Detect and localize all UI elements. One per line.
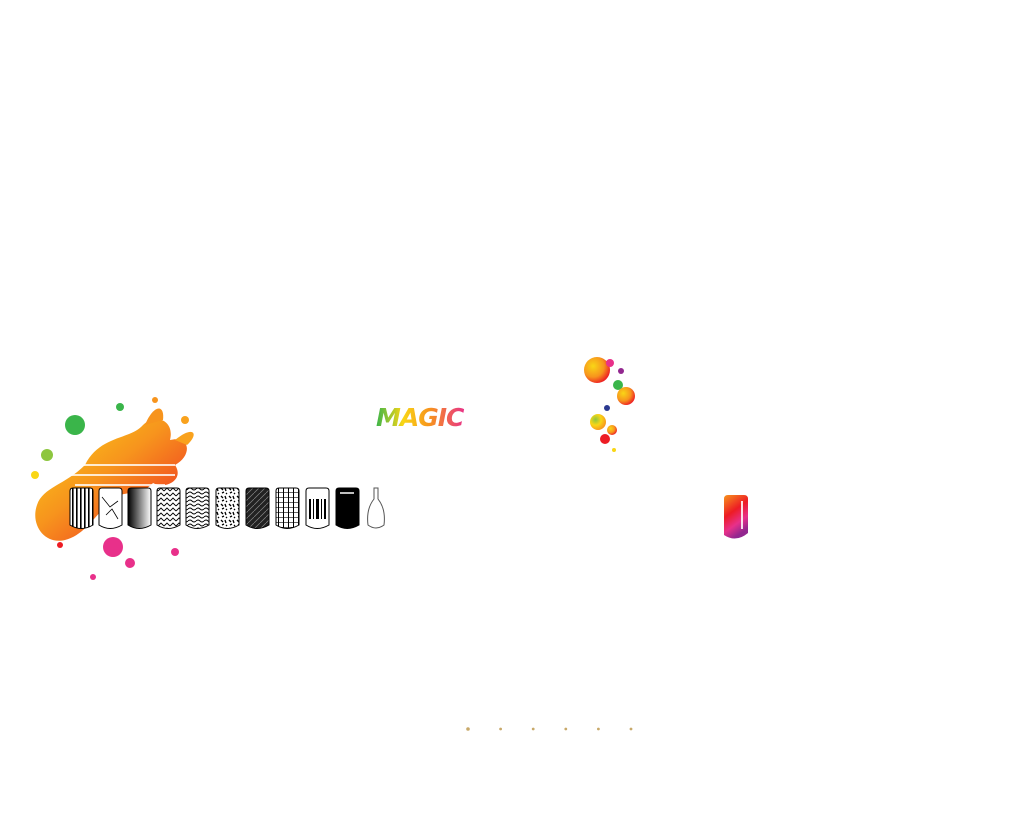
carousel-dot[interactable]	[597, 727, 600, 731]
carousel-dots-graphic	[466, 727, 633, 731]
carousel-dot[interactable]	[499, 727, 502, 731]
nail-tip-icon	[185, 487, 210, 529]
nail-tip-icon	[335, 487, 360, 529]
nail-tip-icon	[127, 487, 152, 529]
carousel-dots	[458, 722, 642, 736]
nail-tip-icon	[98, 487, 123, 529]
carousel-dot[interactable]	[466, 727, 470, 731]
nail-pattern-strip	[69, 487, 385, 529]
brand-word: MAGIC	[376, 403, 466, 432]
nail-tip-icon	[305, 487, 330, 529]
carousel-dot[interactable]	[564, 727, 568, 731]
color-bubbles-icon	[584, 357, 635, 452]
carousel-dot[interactable]	[629, 727, 633, 731]
nail-tip-icon	[275, 487, 300, 529]
brand-word-text: MAGIC	[376, 403, 465, 432]
nail-tip-icon	[245, 487, 270, 529]
nail-tip-icon	[367, 487, 385, 529]
carousel-dot[interactable]	[531, 727, 535, 731]
nail-tip-icon	[69, 487, 94, 529]
nail-tip-icon	[156, 487, 181, 529]
nail-tip-icon	[724, 495, 748, 539]
nail-tip-icon	[215, 487, 240, 529]
